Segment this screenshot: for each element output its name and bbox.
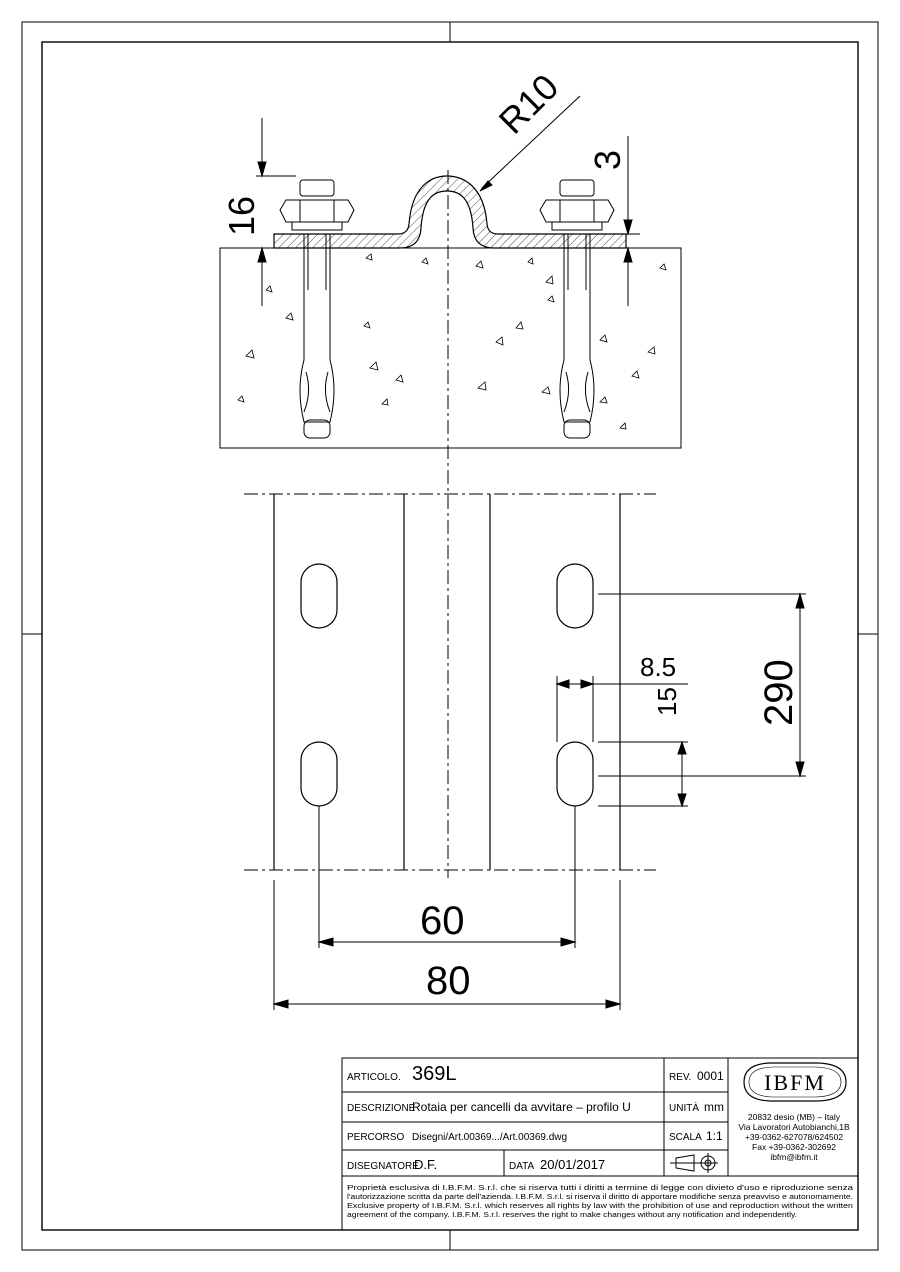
disclaimer: Proprietà esclusiva di I.B.F.M. S.r.l. c… (347, 1185, 853, 1219)
dimension-290-lines (598, 592, 806, 778)
slot-bottom-right (556, 741, 594, 807)
percorso-value: Disegni/Art.00369.../Art.00369.dwg (412, 1132, 567, 1143)
dimension-290: 290 (757, 659, 801, 726)
email: ibfm@ibfm.it (770, 1152, 818, 1162)
disclaimer-line-3: Exclusive property of I.B.F.M. S.r.l. wh… (347, 1203, 853, 1210)
unita-label: UNITÀ (669, 1101, 699, 1114)
dimension-3-lines (610, 136, 640, 306)
dimension-60-lines (317, 806, 577, 948)
data-value: 20/01/2017 (540, 1157, 605, 1172)
dimension-8-5: 8.5 (640, 652, 676, 682)
address-line-2: Via Lavoratori Autobianchi,1B (738, 1122, 850, 1132)
slot-bottom-left (300, 741, 338, 807)
disclaimer-line-4: agreement of the company. I.B.F.M. S.r.l… (347, 1212, 797, 1219)
profile-edges (273, 494, 621, 870)
disclaimer-line-1: Proprietà esclusiva di I.B.F.M. S.r.l. c… (347, 1185, 853, 1192)
dimension-15: 15 (652, 687, 682, 716)
rail-plate (273, 175, 627, 249)
dimension-60: 60 (420, 899, 465, 943)
scala-label: SCALA (669, 1132, 702, 1143)
concrete-block (219, 247, 682, 449)
svg-text:IBFM: IBFM (764, 1070, 826, 1095)
phone: +39-0362-627078/624502 (745, 1132, 843, 1142)
rev-value: 0001 (697, 1069, 724, 1083)
plan-view: 290 8.5 15 60 (244, 493, 806, 1010)
dimension-80-lines (272, 880, 622, 1010)
dimension-r10: R10 (491, 66, 567, 142)
rev-label: REV. (669, 1072, 691, 1083)
data-label: DATA (509, 1161, 535, 1172)
unita-value: mm (704, 1100, 724, 1114)
section-view: R10 16 3 (219, 66, 682, 878)
articolo-value: 369L (412, 1063, 457, 1085)
company-address: 20832 desio (MB) – Italy Via Lavoratori … (738, 1112, 850, 1162)
dimension-3: 3 (587, 150, 628, 170)
dimension-16-lines (256, 118, 296, 306)
dimension-15-lines (598, 740, 688, 808)
dimension-80: 80 (426, 959, 471, 1003)
slot-top-left (300, 563, 338, 629)
title-block: ARTICOLO. 369L REV. 0001 DESCRIZIONE Rot… (341, 1057, 859, 1231)
descrizione-label: DESCRIZIONE (347, 1103, 416, 1114)
concrete-aggregate (237, 253, 667, 430)
dimension-16: 16 (221, 196, 262, 236)
percorso-label: PERCORSO (347, 1132, 404, 1143)
slots (300, 563, 594, 807)
radius-leader (479, 95, 581, 192)
first-angle-projection-icon (670, 1153, 718, 1173)
disegnatore-label: DISEGNATORE (347, 1161, 419, 1172)
articolo-label: ARTICOLO. (347, 1072, 401, 1083)
descrizione-value: Rotaia per cancelli da avvitare – profil… (412, 1100, 631, 1114)
company-logo: IBFM (743, 1062, 847, 1102)
dimension-8-5-lines (555, 676, 688, 742)
scala-value: 1:1 (706, 1129, 723, 1143)
anchor-bolt-right (539, 179, 615, 439)
anchor-bolt-left (279, 179, 355, 439)
fax: Fax +39-0362-302692 (752, 1142, 836, 1152)
address-line-1: 20832 desio (MB) – Italy (748, 1112, 841, 1122)
slot-top-right (556, 563, 594, 629)
disegnatore-value: D.F. (414, 1157, 437, 1172)
disclaimer-line-2: l'autorizzazione scritta da parte dell'a… (347, 1194, 853, 1201)
